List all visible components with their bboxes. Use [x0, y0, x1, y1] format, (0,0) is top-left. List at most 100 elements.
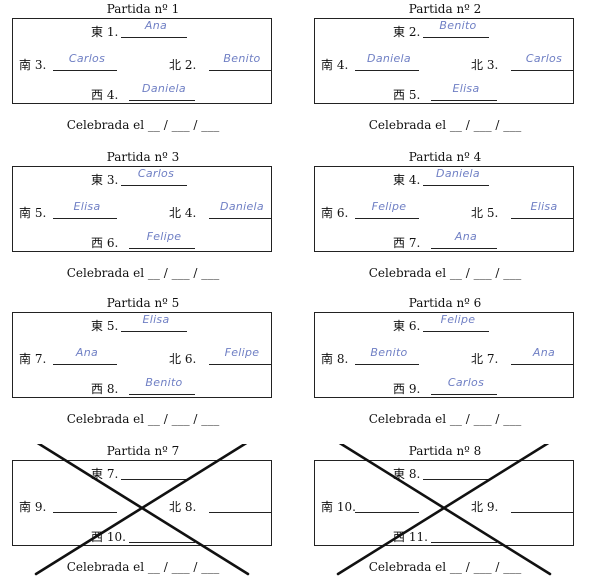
name-line[interactable]: Daniela [423, 167, 489, 186]
seat-east[interactable]: 北 3. Carlos [471, 52, 575, 74]
name-line[interactable]: Carlos [53, 52, 117, 71]
seat-west[interactable]: 西 11. [393, 526, 513, 546]
seat-east[interactable]: 北 9. [471, 496, 575, 516]
seat-west[interactable]: 西 8. Benito [91, 376, 211, 398]
seat-number: 4. [106, 88, 119, 102]
game-title: Partida nº 2 [408, 2, 482, 16]
date-played[interactable]: Celebrada el __ / ___ / ___ [66, 560, 220, 574]
player-name: Felipe [371, 200, 407, 213]
name-line[interactable]: Carlos [431, 376, 497, 395]
wind-glyph-south: 南 [321, 58, 334, 72]
date-played[interactable]: Celebrada el __ / ___ / ___ [66, 118, 220, 132]
seat-south[interactable]: 南 4. Daniela [321, 52, 431, 74]
seat-east[interactable]: 北 7. Ana [471, 346, 575, 368]
seat-south[interactable]: 南 9. [19, 496, 129, 516]
name-line[interactable] [511, 494, 573, 513]
name-line[interactable]: Elisa [431, 82, 497, 101]
seat-north[interactable]: 東 5. Elisa [91, 313, 201, 335]
date-played[interactable]: Celebrada el __ / ___ / ___ [368, 266, 522, 280]
game-card-6: Partida nº 6 東 6. Felipe 南 8. Benito 北 7… [314, 296, 576, 434]
seat-east[interactable]: 北 8. [169, 496, 273, 516]
seat-south[interactable]: 南 3. Carlos [19, 52, 129, 74]
name-line[interactable] [355, 494, 419, 513]
seat-east[interactable]: 北 5. Elisa [471, 200, 575, 222]
name-line[interactable]: Elisa [53, 200, 117, 219]
player-name: Elisa [142, 313, 170, 326]
name-line[interactable]: Benito [129, 376, 195, 395]
seat-east[interactable]: 北 4. Daniela [169, 200, 273, 222]
name-line[interactable]: Benito [423, 19, 489, 38]
date-played[interactable]: Celebrada el __ / ___ / ___ [368, 560, 522, 574]
seat-north[interactable]: 東 7. [91, 463, 201, 483]
wind-glyph-south: 南 [19, 500, 32, 514]
name-line[interactable]: Elisa [121, 313, 187, 332]
seat-north[interactable]: 東 1. Ana [91, 19, 201, 41]
player-name: Elisa [452, 82, 480, 95]
wind-glyph-north: 東 [393, 467, 406, 481]
seat-south[interactable]: 南 10. [321, 496, 431, 516]
seat-north[interactable]: 東 4. Daniela [393, 167, 503, 189]
name-line[interactable]: Ana [431, 230, 497, 249]
seat-east[interactable]: 北 2. Benito [169, 52, 273, 74]
name-line[interactable]: Daniela [209, 200, 271, 219]
seat-west[interactable]: 西 6. Felipe [91, 230, 211, 252]
seat-west[interactable]: 西 5. Elisa [393, 82, 513, 104]
name-line[interactable]: Benito [209, 52, 271, 71]
name-line[interactable] [431, 524, 497, 543]
seat-north[interactable]: 東 3. Carlos [91, 167, 201, 189]
name-line[interactable] [209, 494, 271, 513]
player-name: Benito [439, 19, 477, 32]
date-played[interactable]: Celebrada el __ / ___ / ___ [368, 118, 522, 132]
seat-number: 2. [408, 25, 421, 39]
seat-east[interactable]: 北 6. Felipe [169, 346, 273, 368]
seat-number: 8. [184, 500, 197, 514]
seat-south[interactable]: 南 7. Ana [19, 346, 129, 368]
seat-number: 7. [486, 352, 499, 366]
seat-south[interactable]: 南 8. Benito [321, 346, 431, 368]
seat-north[interactable]: 東 8. [393, 463, 503, 483]
name-line[interactable]: Carlos [511, 52, 573, 71]
seat-north[interactable]: 東 6. Felipe [393, 313, 503, 335]
seat-south[interactable]: 南 6. Felipe [321, 200, 431, 222]
seat-west[interactable]: 西 10. [91, 526, 211, 546]
name-line[interactable]: Ana [511, 346, 573, 365]
player-name: Daniela [220, 200, 264, 213]
seating-box: 東 4. Daniela 南 6. Felipe 北 5. Elisa 西 7.… [314, 166, 574, 252]
player-name: Daniela [436, 167, 480, 180]
seat-west[interactable]: 西 4. Daniela [91, 82, 211, 104]
name-line[interactable] [53, 494, 117, 513]
name-line[interactable] [121, 461, 187, 480]
game-title: Partida nº 4 [408, 150, 482, 164]
wind-glyph-south: 南 [321, 500, 334, 514]
name-line[interactable]: Daniela [355, 52, 419, 71]
wind-glyph-south: 南 [19, 206, 32, 220]
seat-north[interactable]: 東 2. Benito [393, 19, 503, 41]
name-line[interactable]: Elisa [511, 200, 573, 219]
name-line[interactable]: Daniela [129, 82, 195, 101]
seat-number: 5. [106, 319, 119, 333]
name-line[interactable]: Ana [121, 19, 187, 38]
seat-south[interactable]: 南 5. Elisa [19, 200, 129, 222]
date-played[interactable]: Celebrada el __ / ___ / ___ [66, 412, 220, 426]
seat-number: 9. [408, 382, 421, 396]
name-line[interactable]: Ana [53, 346, 117, 365]
seat-number: 7. [34, 352, 47, 366]
seat-number: 2. [184, 58, 197, 72]
wind-glyph-east: 北 [471, 58, 484, 72]
date-played[interactable]: Celebrada el __ / ___ / ___ [66, 266, 220, 280]
date-played[interactable]: Celebrada el __ / ___ / ___ [368, 412, 522, 426]
wind-glyph-west: 西 [91, 88, 104, 102]
name-line[interactable] [129, 524, 195, 543]
name-line[interactable]: Benito [355, 346, 419, 365]
player-name: Benito [223, 52, 261, 65]
name-line[interactable]: Felipe [355, 200, 419, 219]
name-line[interactable]: Carlos [121, 167, 187, 186]
seat-number: 9. [486, 500, 499, 514]
seat-west[interactable]: 西 9. Carlos [393, 376, 513, 398]
name-line[interactable]: Felipe [129, 230, 195, 249]
name-line[interactable] [423, 461, 489, 480]
name-line[interactable]: Felipe [423, 313, 489, 332]
seat-west[interactable]: 西 7. Ana [393, 230, 513, 252]
player-name: Felipe [146, 230, 182, 243]
name-line[interactable]: Felipe [209, 346, 271, 365]
